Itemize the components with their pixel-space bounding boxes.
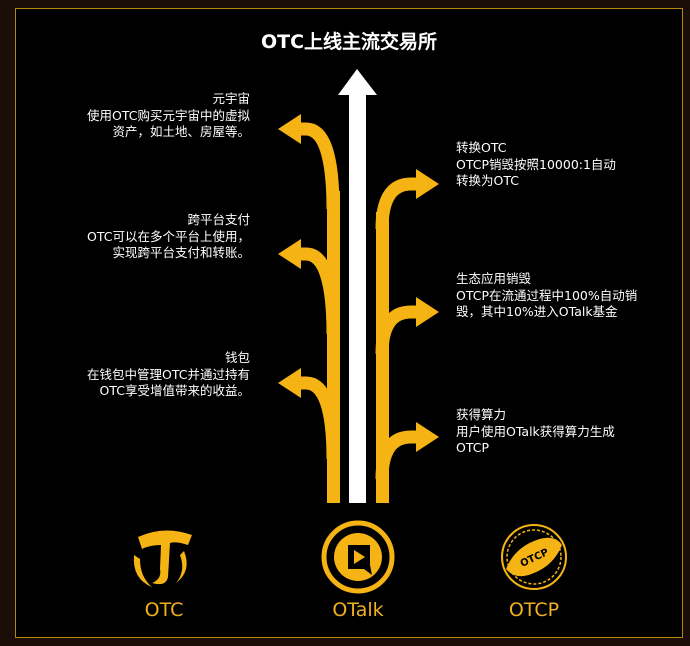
left-item-heading: 钱包 [224, 350, 250, 365]
otc-logo-label: OTC [144, 599, 184, 621]
left-branch-crossplatform [298, 247, 340, 335]
right-item-heading: 获得算力 [456, 407, 507, 422]
left-branch-metaverse [298, 122, 340, 210]
diagram-frame: OTC上线主流交易所 [15, 8, 683, 638]
left-branch-wallet [298, 376, 340, 460]
flow-arrows [278, 69, 439, 503]
left-arrowhead-metaverse [278, 114, 301, 144]
left-item-line: 资产，如土地、房屋等。 [112, 124, 250, 139]
otcp-logo-icon: OTCP [501, 524, 567, 590]
right-trunk [376, 212, 389, 503]
otc-logo-icon [133, 530, 192, 587]
otalk-logo-label: OTalk [332, 599, 384, 621]
right-item-line: 毁，其中10%进入OTalk基金 [456, 304, 618, 319]
right-item-line: 用户使用OTalk获得算力生成 [456, 423, 615, 439]
left-item-crossplatform: 跨平台支付 OTC可以在多个平台上使用， 实现跨平台支付和转账。 [87, 212, 250, 262]
left-item-heading: 元宇宙 [212, 91, 250, 106]
left-item-heading: 跨平台支付 [187, 212, 250, 227]
right-arrowhead-burn [416, 297, 439, 327]
left-item-line: OTC可以在多个平台上使用， [87, 228, 250, 244]
right-arrowhead-hashrate [416, 422, 439, 452]
right-item-hashrate: 获得算力 用户使用OTalk获得算力生成 OTCP [456, 407, 615, 457]
right-arrowhead-convert [416, 169, 439, 199]
left-item-wallet: 钱包 在钱包中管理OTC并通过持有 OTC享受增值带来的收益。 [87, 350, 250, 400]
left-item-line: 在钱包中管理OTC并通过持有 [87, 366, 250, 382]
left-item-line: OTC享受增值带来的收益。 [99, 383, 250, 398]
left-item-line: 使用OTC购买元宇宙中的虚拟 [87, 107, 250, 123]
right-item-line: OTCP在流通过程中100%自动销 [456, 287, 638, 303]
left-item-metaverse: 元宇宙 使用OTC购买元宇宙中的虚拟 资产，如土地、房屋等。 [87, 91, 250, 141]
right-item-line: OTCP销毁按照10000:1自动 [456, 156, 616, 172]
right-item-line: 转换为OTC [456, 173, 519, 188]
left-arrowhead-wallet [278, 368, 301, 398]
right-branch-burn [375, 305, 419, 355]
otcp-logo-label: OTCP [508, 599, 560, 621]
otalk-logo-icon [321, 520, 395, 594]
right-item-burn: 生态应用销毁 OTCP在流通过程中100%自动销 毁，其中10%进入OTalk基… [456, 271, 637, 321]
right-item-line: OTCP [456, 440, 490, 455]
central-arrow-shaft [349, 91, 366, 503]
right-branch-hashrate [375, 430, 419, 480]
right-item-convert: 转换OTC OTCP销毁按照10000:1自动 转换为OTC [456, 140, 616, 190]
right-item-heading: 转换OTC [456, 140, 507, 155]
diagram-title: OTC上线主流交易所 [260, 31, 438, 53]
left-item-line: 实现跨平台支付和转账。 [112, 245, 250, 260]
left-arrowhead-crossplatform [278, 239, 301, 269]
right-item-heading: 生态应用销毁 [456, 271, 532, 286]
central-arrowhead [338, 69, 377, 95]
right-branch-convert [375, 177, 419, 230]
